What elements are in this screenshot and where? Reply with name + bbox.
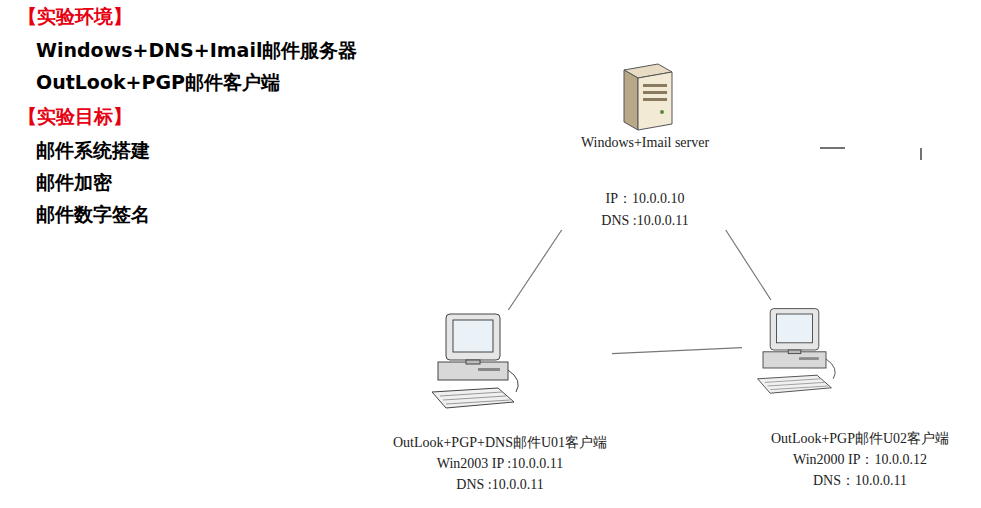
server-node: Windows+Imail serverIP：10.0.0.10DNS :10.… — [560, 62, 730, 230]
link-line — [612, 348, 742, 354]
computer-icon — [754, 300, 844, 400]
icon-holder — [754, 300, 978, 400]
network-link — [508, 230, 561, 310]
list-item: Windows+DNS+Imail邮件服务器 — [36, 38, 357, 64]
node-detail: DNS：10.0.0.11 — [742, 472, 978, 490]
list-item: 邮件加密 — [36, 170, 112, 196]
section-heading: 【实验目标】 — [18, 104, 132, 130]
section-heading: 【实验环境】 — [18, 4, 132, 30]
computer-icon — [428, 310, 528, 410]
stray-mark — [920, 148, 922, 160]
node-detail: IP：10.0.0.10 — [560, 190, 730, 208]
stray-mark — [820, 147, 845, 149]
network-link — [726, 230, 771, 300]
list-item: OutLook+PGP邮件客户端 — [36, 70, 280, 96]
node-detail: DNS :10.0.0.11 — [388, 476, 612, 494]
icon-holder — [610, 62, 730, 132]
icon-holder — [428, 310, 612, 410]
client-node: OutLook+PGP邮件U02客户端 Win2000 IP：10.0.0.12D… — [742, 300, 978, 490]
node-detail: Win2003 IP :10.0.0.11 — [388, 455, 612, 473]
node-title: OutLook+PGP邮件U02客户端 — [742, 430, 978, 448]
node-title: OutLook+PGP+DNS邮件U01客户端 — [388, 434, 612, 452]
link-line — [726, 230, 771, 300]
network-link — [612, 348, 742, 354]
list-item: 邮件系统搭建 — [36, 138, 150, 164]
node-title: Windows+Imail server — [560, 134, 730, 152]
node-detail: DNS :10.0.0.11 — [560, 212, 730, 230]
list-item: 邮件数字签名 — [36, 202, 150, 228]
server-icon — [610, 62, 680, 132]
node-detail: Win2000 IP：10.0.0.12 — [742, 451, 978, 469]
link-line — [508, 230, 561, 310]
client-node: OutLook+PGP+DNS邮件U01客户端 Win2003 IP :10.0.… — [388, 310, 612, 494]
